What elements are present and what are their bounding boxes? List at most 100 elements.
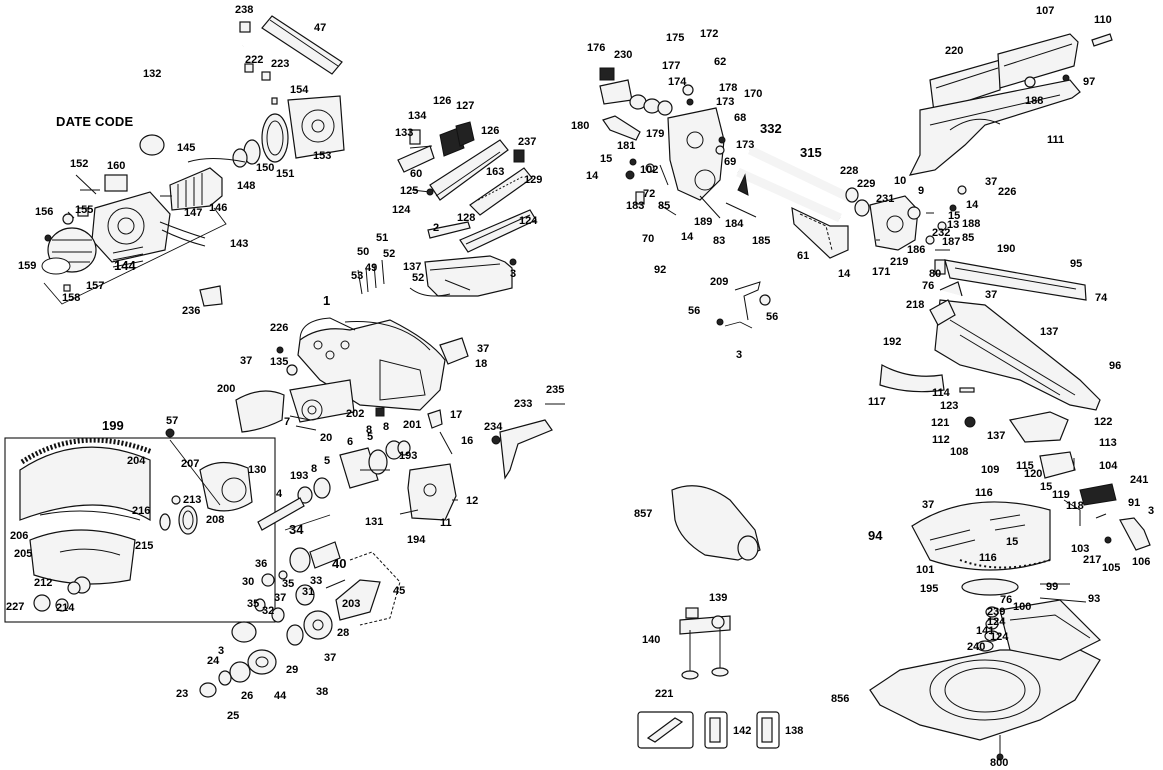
- part-label: 237: [518, 136, 537, 148]
- part-108-lock: [1079, 483, 1117, 506]
- part-label: 156: [35, 206, 54, 218]
- part-label: 37: [324, 652, 337, 664]
- part-label: 7: [284, 416, 291, 428]
- part-6-gearcase: [339, 447, 379, 489]
- part-label: 9: [918, 185, 925, 197]
- part-221-pad: [1091, 33, 1113, 47]
- part-label: 127: [456, 100, 475, 112]
- part-label: 217: [1083, 554, 1102, 566]
- part-237-nut: [513, 149, 525, 163]
- part-label: 1: [323, 293, 331, 308]
- part-label: 175: [666, 32, 685, 44]
- part-61-bracket: [791, 206, 849, 259]
- part-230-clamp: [599, 79, 633, 105]
- part-label: 152: [70, 158, 89, 170]
- accessories-group: [637, 485, 780, 749]
- part-label: 37: [922, 499, 935, 511]
- part-label: 109: [981, 464, 1000, 476]
- part-label: 29: [286, 664, 299, 676]
- part-label: 221: [655, 688, 674, 700]
- part-label: 104: [1099, 460, 1118, 472]
- part-label: 174: [668, 76, 687, 88]
- part-label: 83: [713, 235, 726, 247]
- part-label: 227: [6, 601, 25, 613]
- part-label: 103: [1071, 543, 1090, 555]
- part-label: 35: [247, 598, 260, 610]
- part-label: 135: [270, 356, 289, 368]
- part-label: 125: [400, 185, 419, 197]
- part-label: 18: [475, 358, 488, 370]
- part-label: 52: [383, 248, 396, 260]
- part-label: 315: [800, 145, 822, 160]
- part-label: 107: [1036, 5, 1055, 17]
- part-label: 183: [626, 200, 645, 212]
- part-label: 193: [290, 470, 309, 482]
- part-label: 129: [524, 174, 543, 186]
- part-label: 190: [997, 243, 1016, 255]
- part-label: 200: [217, 383, 236, 395]
- part-233-handle: [499, 419, 553, 480]
- part-18-knob: [439, 337, 469, 365]
- part-label: 212: [34, 577, 53, 589]
- part-label: 203: [342, 598, 361, 610]
- part-label: 230: [614, 49, 633, 61]
- part-label: 50: [357, 246, 370, 258]
- part-label: 96: [1109, 360, 1122, 372]
- part-label: 178: [719, 82, 738, 94]
- part-label: 28: [337, 627, 350, 639]
- part-label: 74: [1095, 292, 1108, 304]
- part-28-gear: [303, 610, 333, 640]
- part-label: 147: [184, 207, 203, 219]
- part-103-plate: [961, 578, 1019, 596]
- part-label: 332: [760, 121, 782, 136]
- part-205-guard: [29, 529, 136, 585]
- part-label: 44: [274, 690, 287, 702]
- part-label: 214: [56, 602, 75, 614]
- part-label: 119: [1052, 489, 1070, 501]
- part-207-guard: [199, 461, 253, 512]
- part-208-collar: [178, 505, 198, 535]
- part-47-belt: [261, 15, 343, 75]
- part-label: 14: [681, 231, 694, 243]
- part-label: 186: [907, 244, 926, 256]
- part-label: 124: [987, 616, 1006, 628]
- part-label: 34: [289, 522, 304, 537]
- part-label: 49: [365, 262, 378, 274]
- part-label: 171: [872, 266, 891, 278]
- part-label: 8: [311, 463, 318, 475]
- part-label: 187: [942, 236, 961, 248]
- part-label: 195: [920, 583, 939, 595]
- part-label: 181: [617, 140, 636, 152]
- part-label: 6: [347, 436, 354, 448]
- part-label: 116: [975, 487, 993, 499]
- part-label: 144: [114, 258, 136, 273]
- part-label: 100: [1013, 601, 1032, 613]
- part-label: 219: [890, 256, 909, 268]
- guard-group: [199, 121, 537, 307]
- part-label: 207: [181, 458, 200, 470]
- part-label: 204: [127, 455, 146, 467]
- part-label: 857: [634, 508, 653, 520]
- part-231-housing: [869, 195, 919, 251]
- part-96-arm: [934, 299, 1101, 411]
- part-2-guard: [424, 255, 513, 297]
- part-label: 33: [310, 575, 323, 587]
- part-label: 229: [857, 178, 876, 190]
- date-code-label: DATE CODE: [56, 114, 134, 129]
- part-label: 216: [132, 505, 151, 517]
- part-label: 189: [694, 216, 713, 228]
- part-44-spacer: [231, 621, 257, 643]
- part-133-clip: [397, 145, 435, 173]
- part-label: 24: [207, 655, 220, 667]
- part-label: 117: [868, 396, 886, 408]
- part-label: 218: [906, 299, 925, 311]
- part-144-housing: [91, 191, 171, 263]
- part-93-bench: [999, 599, 1102, 661]
- part-label: 80: [929, 268, 942, 280]
- part-238-cap: [239, 21, 251, 33]
- part-label: 37: [274, 592, 287, 604]
- part-label: 32: [262, 605, 275, 617]
- part-label: 70: [642, 233, 655, 245]
- part-label: 85: [962, 232, 975, 244]
- part-label: 37: [985, 176, 998, 188]
